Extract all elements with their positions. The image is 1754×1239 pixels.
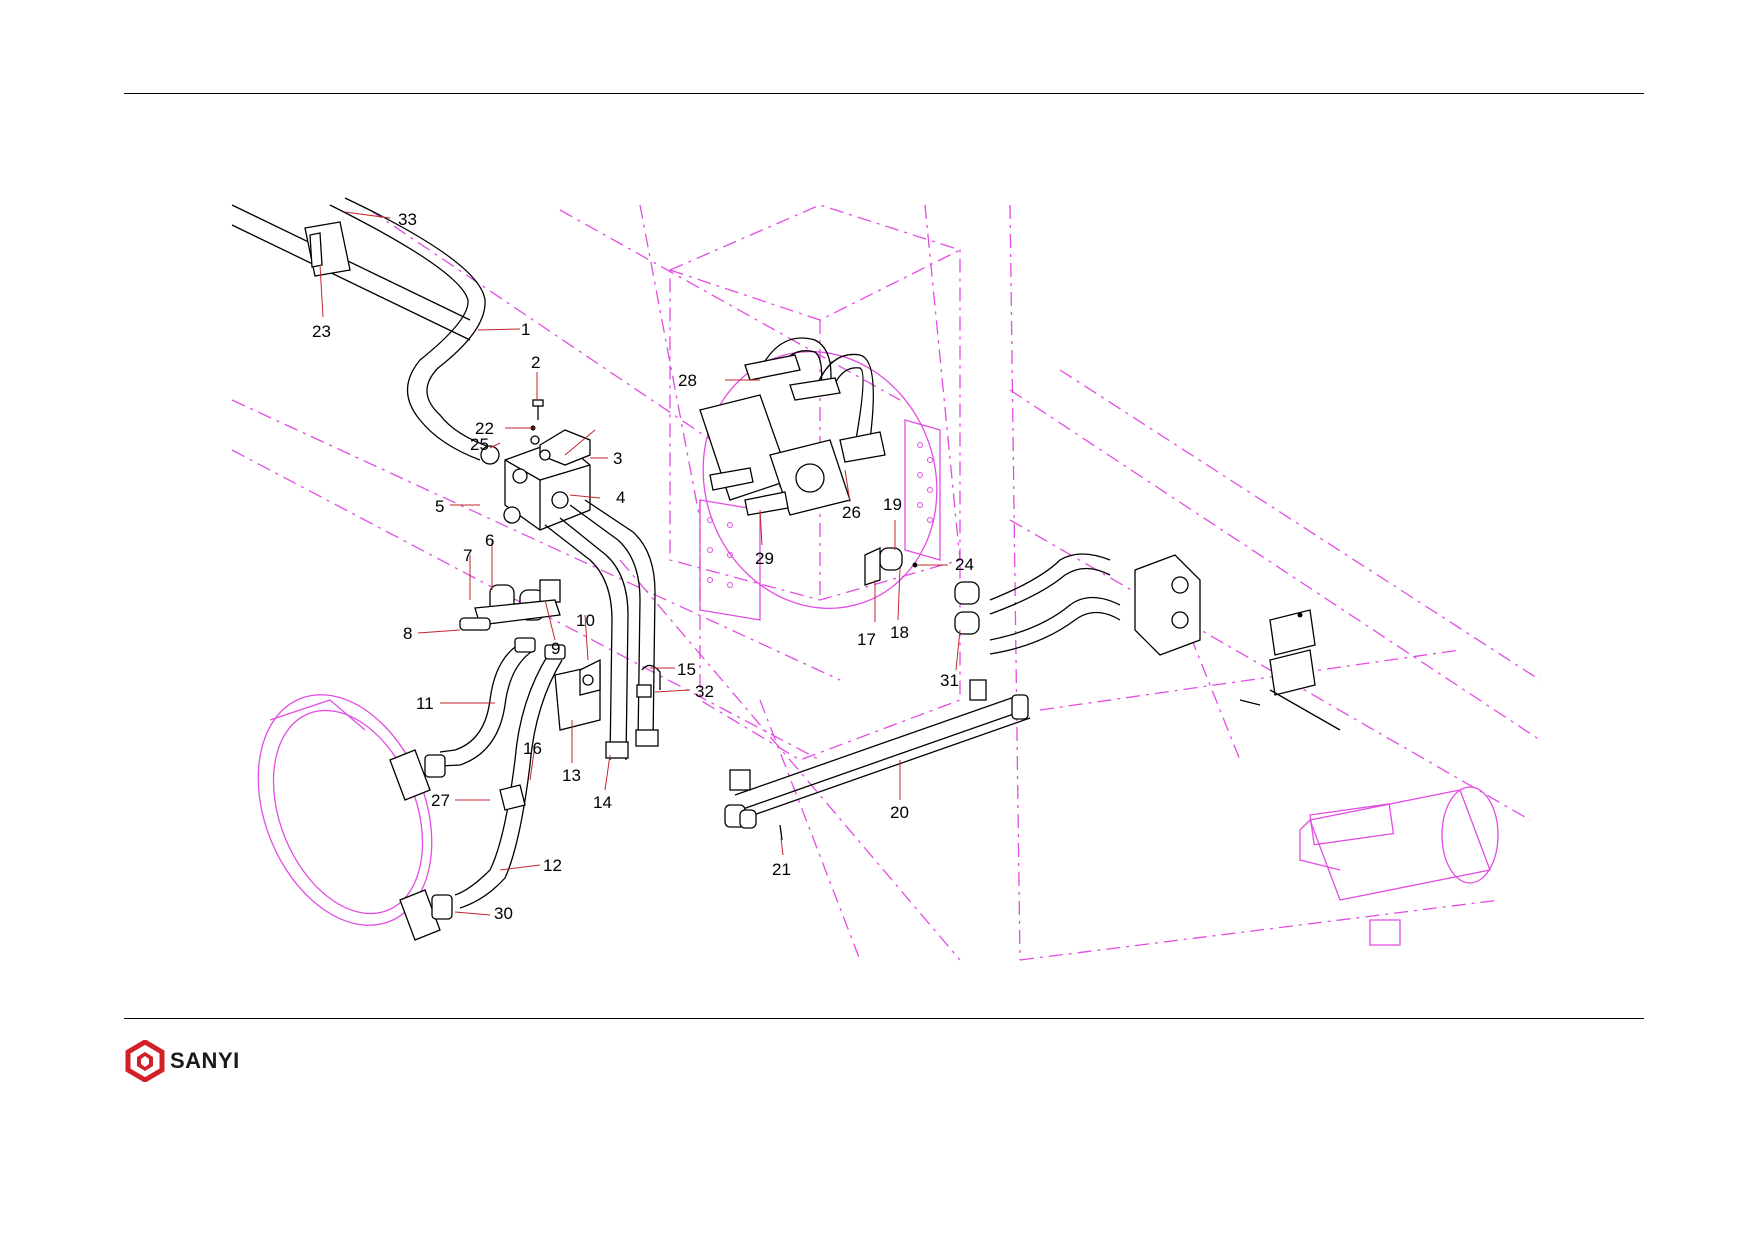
callout-27: 27 <box>431 791 450 810</box>
flange-fittings <box>389 749 526 941</box>
top-rule <box>124 93 1644 94</box>
callout-12: 12 <box>543 856 562 875</box>
callout-19: 19 <box>883 495 902 514</box>
phantom-structure <box>231 204 1541 961</box>
callout-33: 33 <box>398 210 417 229</box>
pipe-1 <box>329 197 493 461</box>
callout-20: 20 <box>890 803 909 822</box>
callouts: 33 23 1 2 22 25 3 4 5 6 7 8 9 10 11 16 1… <box>312 210 974 923</box>
leader-lines <box>319 211 961 916</box>
clamp-assembly <box>459 579 561 631</box>
callout-31: 31 <box>940 671 959 690</box>
callout-4: 4 <box>616 488 625 507</box>
pipe-11 <box>439 637 536 767</box>
callout-1: 1 <box>521 320 530 339</box>
tube-20 <box>724 679 1031 841</box>
callout-30: 30 <box>494 904 513 923</box>
sanyi-logo: SANYI <box>124 1040 264 1082</box>
callout-24: 24 <box>955 555 974 574</box>
mid-clamps <box>864 546 980 635</box>
right-hoses <box>989 553 1341 731</box>
callout-16: 16 <box>523 739 542 758</box>
bracket-13 <box>554 658 661 731</box>
bottom-rule <box>124 1018 1644 1019</box>
top-rail <box>231 204 471 341</box>
callout-14: 14 <box>593 793 612 812</box>
sanyi-emblem-icon <box>125 1040 165 1082</box>
callout-11: 11 <box>416 694 434 713</box>
callout-5: 5 <box>435 497 444 516</box>
pipe-14 <box>544 499 659 761</box>
callout-32: 32 <box>695 682 714 701</box>
plate-holes <box>707 442 933 588</box>
callout-8: 8 <box>403 624 412 643</box>
callout-15: 15 <box>677 660 696 679</box>
callout-6: 6 <box>485 531 494 550</box>
valve-block <box>480 399 591 531</box>
callout-26: 26 <box>842 503 861 522</box>
callout-29: 29 <box>755 549 774 568</box>
callout-28: 28 <box>678 371 697 390</box>
callout-3: 3 <box>613 449 622 468</box>
callout-10: 10 <box>576 611 595 630</box>
callout-17: 17 <box>857 630 876 649</box>
callout-18: 18 <box>890 623 909 642</box>
callout-23: 23 <box>312 322 331 341</box>
callout-7: 7 <box>463 546 472 565</box>
pump-assembly <box>699 337 886 516</box>
callout-9: 9 <box>551 639 560 658</box>
brand-name: SANYI <box>170 1048 240 1073</box>
callout-25: 25 <box>470 435 489 454</box>
callout-21: 21 <box>772 860 791 879</box>
callout-13: 13 <box>562 766 581 785</box>
pipe-12 <box>454 644 566 909</box>
callout-22: 22 <box>475 419 494 438</box>
callout-2: 2 <box>531 353 540 372</box>
